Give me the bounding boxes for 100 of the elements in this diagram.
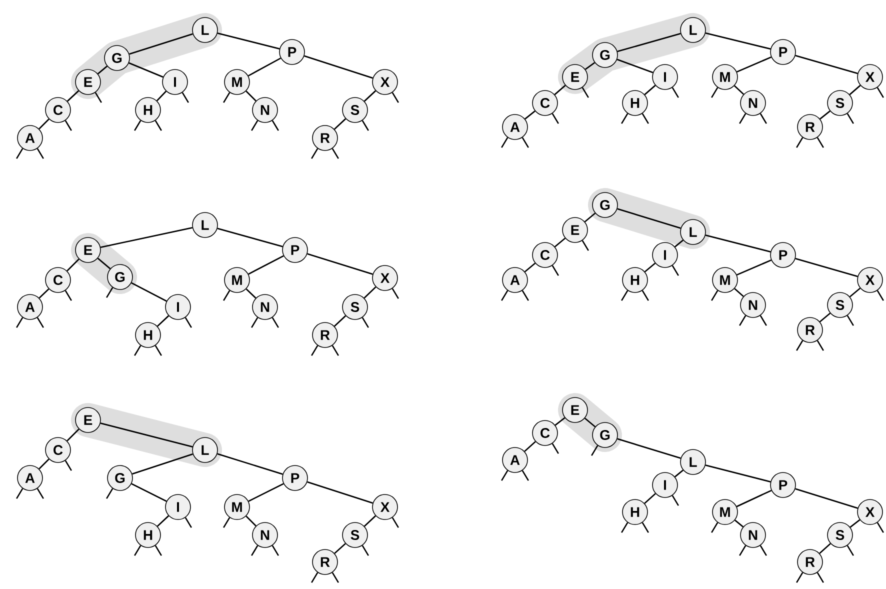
tree-link [554,238,566,248]
tree-link [524,441,536,452]
tree-node: A [502,114,528,140]
tree-link [524,110,536,120]
tree-node: S [827,522,853,548]
tree-link [156,315,170,327]
tree-link [849,84,861,96]
tree-link [617,438,681,459]
tree-link [131,282,167,302]
tree-node: G [107,264,133,290]
tree-link [129,33,193,55]
tree-link [217,453,283,475]
tree-link [97,258,111,270]
tree-link [644,84,656,96]
tree-node: M [712,499,738,525]
tree-node: M [224,69,250,95]
tree-node: L [680,219,706,245]
tree-link [554,84,566,96]
tree-link [100,227,193,248]
tree-link [38,118,50,130]
tree-node: X [857,267,883,293]
tree-link [131,483,167,502]
tree-link [616,58,654,74]
tree-link [795,258,858,278]
tree-node: L [680,17,706,43]
tree-link [524,262,536,272]
tree-node: M [712,64,738,90]
tree-node: N [740,90,766,116]
tree-node: P [282,465,308,491]
tree-node: S [827,292,853,318]
tree-node: A [17,294,43,320]
tree-link [304,55,373,79]
tree-link [644,262,656,272]
tree-node: G [104,45,130,71]
tree-node: L [680,449,706,475]
tree-link [38,458,50,470]
tree-node: H [622,90,648,116]
tree-node: P [770,242,796,268]
tree-node: I [652,64,678,90]
tree-node: N [740,522,766,548]
tree-node: M [224,267,250,293]
tree-link [217,32,280,50]
tree-link [248,483,284,502]
tree-link [736,259,772,276]
tree-link [850,519,860,528]
tree-link [819,312,831,322]
tree-link [66,258,80,272]
tree-node: C [45,437,71,463]
tree-link [156,515,170,527]
tree-link [705,32,771,50]
tree-node: R [312,125,338,151]
tree-node: M [712,267,738,293]
tree-link [217,228,283,248]
tree-node: P [282,237,308,263]
tree-node: H [135,322,161,348]
tree-link [734,288,744,297]
tree-link [248,58,282,76]
tree-link [307,253,373,275]
tree-node: H [622,499,648,525]
tree-node: X [857,499,883,525]
tree-node: A [17,125,43,151]
tree-node: R [312,322,338,348]
tree-node: G [592,192,618,218]
tree-link [132,453,193,475]
tree-node: E [562,397,588,423]
tree-node: L [192,437,218,463]
tree-node: N [740,292,766,318]
tree-node: N [252,522,278,548]
tree-node: S [342,97,368,123]
tree-node: M [224,494,250,520]
tree-link [819,543,831,554]
tree-link [364,90,376,102]
tree-link [364,286,376,299]
tree-link [705,234,771,252]
tree-link [38,288,50,299]
tree-node: P [279,39,305,65]
tree-link [66,90,80,102]
tree-link [100,422,193,448]
tree-node: X [857,64,883,90]
tree-node: E [75,407,101,433]
tree-node: R [797,114,823,140]
tree-node: E [75,237,101,263]
tree-link [98,66,108,74]
tree-link [585,62,596,70]
tree-node: G [592,422,618,448]
tree-node: E [562,217,588,243]
tree-node: A [17,465,43,491]
tree-node: H [135,97,161,123]
tree-link [734,520,744,528]
tree-node: I [652,242,678,268]
tree-node: C [532,90,558,116]
tree-node: R [312,549,338,575]
tree-node: H [622,267,648,293]
tree-node: C [45,267,71,293]
tree-node: X [372,494,398,520]
tree-link [617,208,681,229]
tree-link [364,515,376,527]
tree-node: L [192,212,218,238]
tree-node: C [45,97,71,123]
tree-node: R [797,317,823,343]
